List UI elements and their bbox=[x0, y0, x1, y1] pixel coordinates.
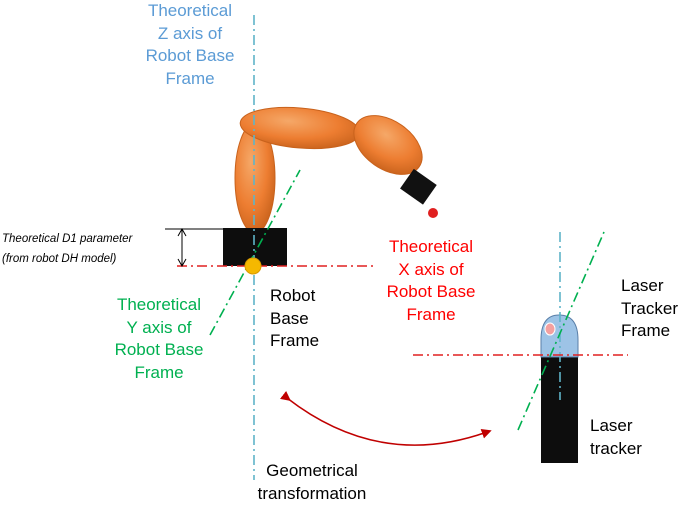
d1-dimension-marker bbox=[165, 227, 223, 268]
laser-tracker-label: Laser tracker bbox=[590, 416, 642, 458]
robot-end-effector bbox=[400, 168, 437, 205]
geometrical-transformation-label: Geometrical transformation bbox=[257, 461, 367, 503]
y-axis-label: Theoretical Y axis of Robot Base Frame bbox=[114, 295, 204, 382]
z-axis-label: Theoretical Z axis of Robot Base Frame bbox=[145, 1, 235, 88]
x-axis-label: Theoretical X axis of Robot Base Frame bbox=[386, 237, 476, 324]
laser-tracker-device bbox=[540, 314, 579, 463]
laser-tracker-body bbox=[541, 355, 578, 463]
geometrical-transformation-arrow bbox=[279, 390, 492, 446]
d1-parameter-label: Theoretical D1 parameter (from robot DH … bbox=[2, 233, 133, 265]
laser-tracker-frame-label: Laser Tracker Frame bbox=[621, 276, 678, 340]
laser-tracker-lens bbox=[544, 322, 556, 336]
end-effector-tip bbox=[428, 208, 438, 218]
robot-forearm bbox=[353, 115, 423, 175]
robot-arm bbox=[234, 106, 438, 234]
robot-base-origin-marker bbox=[244, 257, 262, 275]
tracker-diagonal-axis-line bbox=[517, 231, 605, 431]
robot-base-frame-label: Robot Base Frame bbox=[270, 286, 320, 350]
